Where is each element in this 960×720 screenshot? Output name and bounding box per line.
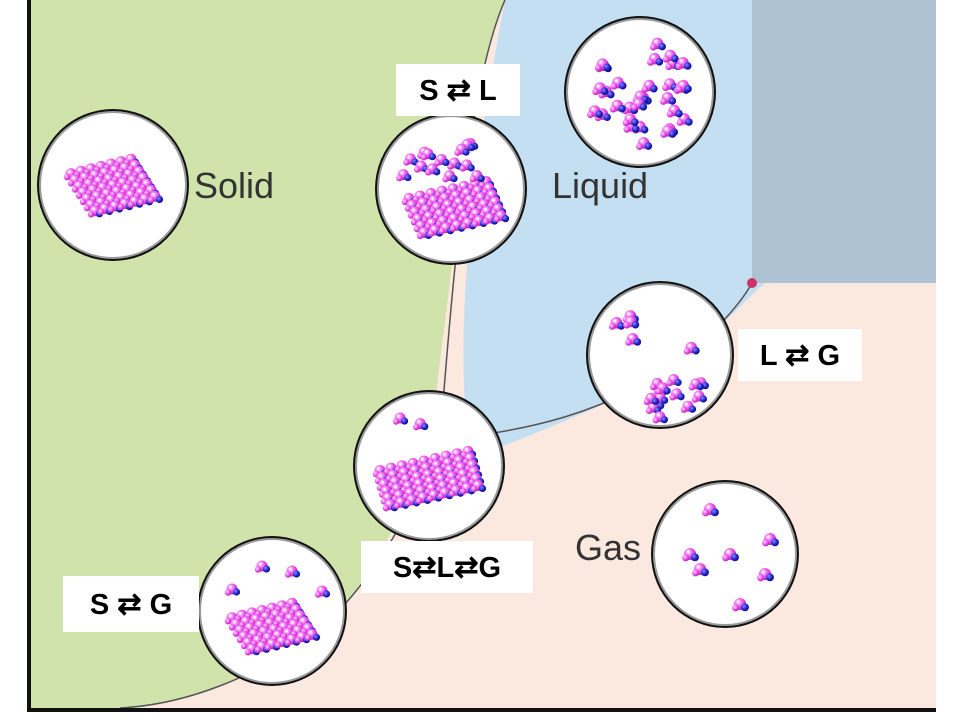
solid-molecules-view xyxy=(37,109,189,261)
gas-label: Gas xyxy=(575,527,641,568)
solid-liquid-equilibrium-label: S ⇄ L xyxy=(396,64,520,116)
solid-gas-equilibrium-label: S ⇄ G xyxy=(63,576,199,632)
liquid-molecules-view xyxy=(564,16,716,168)
liquid-gas-molecules-view xyxy=(586,281,734,429)
solid-liquid-molecules-view xyxy=(375,113,527,265)
liquid-label: Liquid xyxy=(552,165,648,206)
solid-gas-molecules-view xyxy=(197,536,347,686)
critical-point xyxy=(747,278,757,288)
gas-molecules-view xyxy=(651,480,799,628)
solid-label: Solid xyxy=(194,165,274,206)
supercritical-region xyxy=(752,0,936,283)
triple-point-molecules-view xyxy=(353,390,505,542)
triple-point-equilibrium-label: S⇄L⇄G xyxy=(361,541,533,593)
liquid-gas-equilibrium-label: L ⇄ G xyxy=(738,329,862,381)
